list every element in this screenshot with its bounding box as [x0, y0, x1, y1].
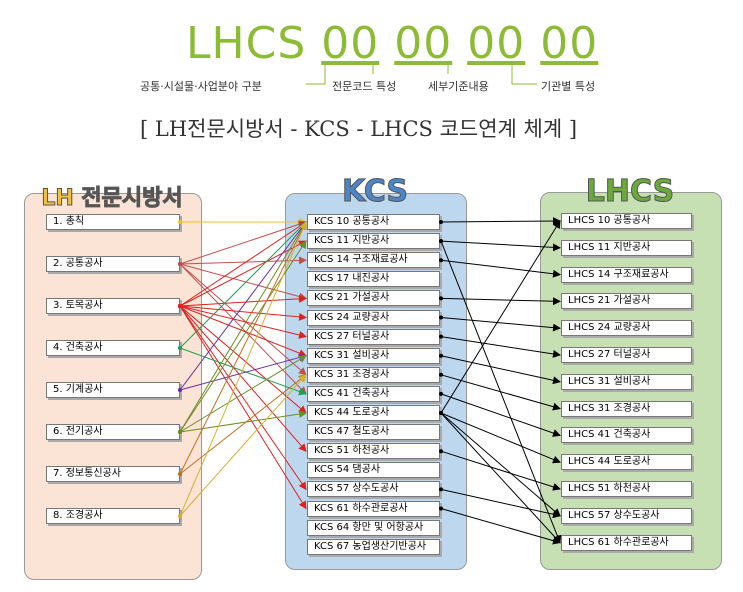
kcs-item[interactable]: KCS 51 하천공사 — [307, 443, 440, 460]
lh-spec-item[interactable]: 6. 전기공사 — [46, 424, 180, 440]
kcs-item[interactable]: KCS 11 지반공사 — [307, 233, 440, 250]
lhcs-item[interactable]: LHCS 14 구조재료공사 — [561, 266, 692, 283]
lhcs-item[interactable]: LHCS 57 상수도공사 — [561, 507, 692, 524]
kcs-item[interactable]: KCS 31 조경공사 — [307, 366, 440, 383]
lhcs-code: LHCS 00 00 00 00 — [186, 18, 599, 69]
kcs-item[interactable]: KCS 67 농업생산기반공사 — [307, 538, 440, 555]
lhcs-item[interactable]: LHCS 11 지반공사 — [561, 239, 692, 256]
kcs-item[interactable]: KCS 17 내진공사 — [307, 271, 440, 288]
lhcs-item[interactable]: LHCS 31 설비공사 — [561, 373, 692, 390]
kcs-title: KCS — [341, 174, 409, 210]
lhcs-item[interactable]: LHCS 41 건축공사 — [561, 427, 692, 444]
kcs-item[interactable]: KCS 21 가설공사 — [307, 290, 440, 307]
kcs-item[interactable]: KCS 54 댐공사 — [307, 462, 440, 479]
label-category: 공통·시설물·사업분야 구분 — [140, 80, 262, 93]
kcs-item[interactable]: KCS 47 철도공사 — [307, 424, 440, 441]
kcs-item[interactable]: KCS 24 교량공사 — [307, 309, 440, 326]
lhcs-item[interactable]: LHCS 27 터널공사 — [561, 347, 692, 363]
lh-spec-item[interactable]: 3. 토목공사 — [46, 298, 180, 314]
kcs-item[interactable]: KCS 61 하수관로공사 — [307, 500, 440, 517]
kcs-item[interactable]: KCS 41 건축공사 — [307, 385, 440, 402]
lhcs-item[interactable]: LHCS 10 공통공사 — [561, 213, 692, 229]
lh-spec-item[interactable]: 4. 건축공사 — [46, 340, 180, 356]
kcs-item[interactable]: KCS 64 항만 및 어항공사 — [307, 519, 440, 536]
kcs-item[interactable]: KCS 57 상수도공사 — [307, 481, 440, 498]
lh-spec-item[interactable]: 8. 조경공사 — [46, 508, 180, 524]
kcs-item[interactable]: KCS 44 도로공사 — [307, 405, 440, 421]
lhcs-item[interactable]: LHCS 24 교량공사 — [561, 320, 692, 337]
label-detail: 세부기준내용 — [428, 80, 489, 93]
lh-spec-item[interactable]: 5. 기계공사 — [46, 382, 180, 398]
lhcs-item[interactable]: LHCS 51 하천공사 — [561, 481, 692, 497]
lhcs-item[interactable]: LHCS 61 하수관로공사 — [561, 534, 692, 551]
lh-spec-item[interactable]: 1. 총칙 — [46, 214, 180, 230]
lh-spec-item[interactable]: 2. 공통공사 — [46, 256, 180, 272]
kcs-item[interactable]: KCS 27 터널공사 — [307, 328, 440, 345]
kcs-item[interactable]: KCS 10 공통공사 — [307, 214, 440, 230]
lhcs-title: LHCS — [585, 174, 675, 210]
diagram-title: [ LH전문시방서 - KCS - LHCS 코드연계 체계 ] — [140, 117, 578, 141]
label-agency: 기관별 특성 — [541, 80, 596, 93]
lh-title: LH 전문시방서 — [41, 186, 183, 212]
kcs-item[interactable]: KCS 14 구조재료공사 — [307, 252, 440, 269]
lhcs-item[interactable]: LHCS 21 가설공사 — [561, 293, 692, 310]
label-special-code: 전문코드 특성 — [332, 80, 397, 93]
lh-spec-item[interactable]: 7. 정보통신공사 — [46, 466, 180, 482]
lhcs-item[interactable]: LHCS 44 도로공사 — [561, 454, 692, 471]
lhcs-item[interactable]: LHCS 31 조경공사 — [561, 400, 692, 417]
kcs-item[interactable]: KCS 31 설비공사 — [307, 347, 440, 364]
